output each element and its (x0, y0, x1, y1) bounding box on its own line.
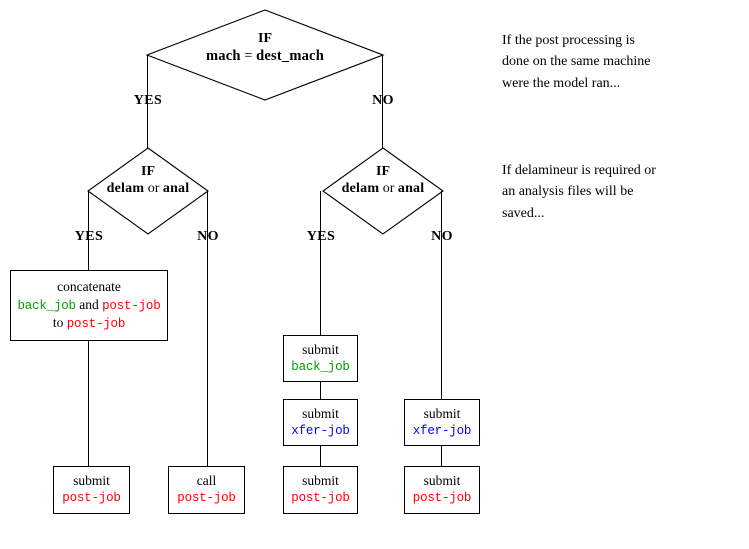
branch-label-left-yes: YES (74, 229, 104, 244)
process-box-submit-xfer-job-right[interactable]: submit xfer-job (404, 399, 480, 446)
process-box-call-post-job[interactable]: call post-job (168, 466, 245, 514)
branch-label-left-no: NO (197, 229, 219, 244)
decision-left-if-label: IF (141, 164, 155, 179)
submit-xfer-job-right-action: submit (423, 406, 461, 421)
submit-post-job-3-action: submit (302, 473, 339, 488)
decision-left-condition-op: or (147, 180, 160, 196)
decision-root-condition: mach = dest_mach (165, 48, 365, 65)
concatenate-post-job-token-2: post-job (66, 317, 126, 332)
branch-label-root-yes: YES (133, 93, 163, 108)
decision-root-condition-op: = (244, 47, 253, 64)
concatenate-to-token: to (52, 315, 64, 331)
decision-root-condition-left: mach (206, 47, 241, 64)
submit-post-job-1-action: submit (73, 473, 110, 488)
concatenate-post-job-token-1: post-job (102, 298, 161, 313)
concatenate-back-job-token: back_job (17, 298, 76, 313)
decision-right-condition: delam or anal (313, 181, 453, 198)
decision-root-if-label: IF (258, 31, 272, 46)
branch-label-right-no: NO (431, 229, 453, 244)
submit-xfer-job-left-target: xfer-job (291, 423, 350, 438)
decision-right-if-label: IF (376, 164, 390, 179)
process-box-submit-xfer-job-left[interactable]: submit xfer-job (283, 399, 358, 446)
submit-post-job-3-target: post-job (291, 490, 350, 505)
annotation-middle: If delamineur is required or an analysis… (502, 163, 656, 221)
decision-right-condition-right: anal (397, 180, 425, 196)
decision-root-text: IF mach = dest_mach (165, 31, 365, 65)
process-box-submit-post-job-4[interactable]: submit post-job (404, 466, 480, 514)
submit-back-job-action: submit (302, 342, 339, 357)
decision-root-condition-right: dest_mach (256, 47, 324, 64)
decision-right-condition-left: delam (341, 180, 380, 196)
branch-label-root-no: NO (372, 93, 394, 108)
submit-post-job-4-action: submit (423, 473, 461, 488)
submit-post-job-1-target: post-job (62, 490, 121, 505)
submit-xfer-job-right-target: xfer-job (412, 423, 472, 438)
decision-left-condition: delam or anal (78, 181, 218, 198)
call-post-job-target: post-job (177, 490, 236, 505)
decision-right-condition-op: or (382, 180, 395, 196)
call-post-job-action: call (196, 473, 217, 488)
concatenate-line-2: back_job and post-job (17, 296, 161, 315)
submit-post-job-4-target: post-job (412, 490, 472, 505)
branch-label-right-yes: YES (306, 229, 336, 244)
submit-xfer-job-left-action: submit (302, 406, 339, 421)
process-box-concatenate[interactable]: concatenate back_job and post-job to pos… (10, 270, 168, 341)
concatenate-line-1: concatenate (57, 279, 121, 294)
decision-left-text: IF delam or anal (78, 164, 218, 197)
process-box-submit-post-job-3[interactable]: submit post-job (283, 466, 358, 514)
process-box-submit-back-job[interactable]: submit back_job (283, 335, 358, 382)
concatenate-and-token: and (79, 296, 99, 312)
submit-back-job-target: back_job (291, 359, 350, 374)
annotation-top: If the post processing is done on the sa… (502, 33, 651, 91)
process-box-submit-post-job-1[interactable]: submit post-job (53, 466, 130, 514)
decision-left-condition-right: anal (162, 180, 190, 196)
decision-right-text: IF delam or anal (313, 164, 453, 197)
decision-left-condition-left: delam (106, 180, 145, 196)
concatenate-line-3: to post-job (17, 314, 161, 333)
